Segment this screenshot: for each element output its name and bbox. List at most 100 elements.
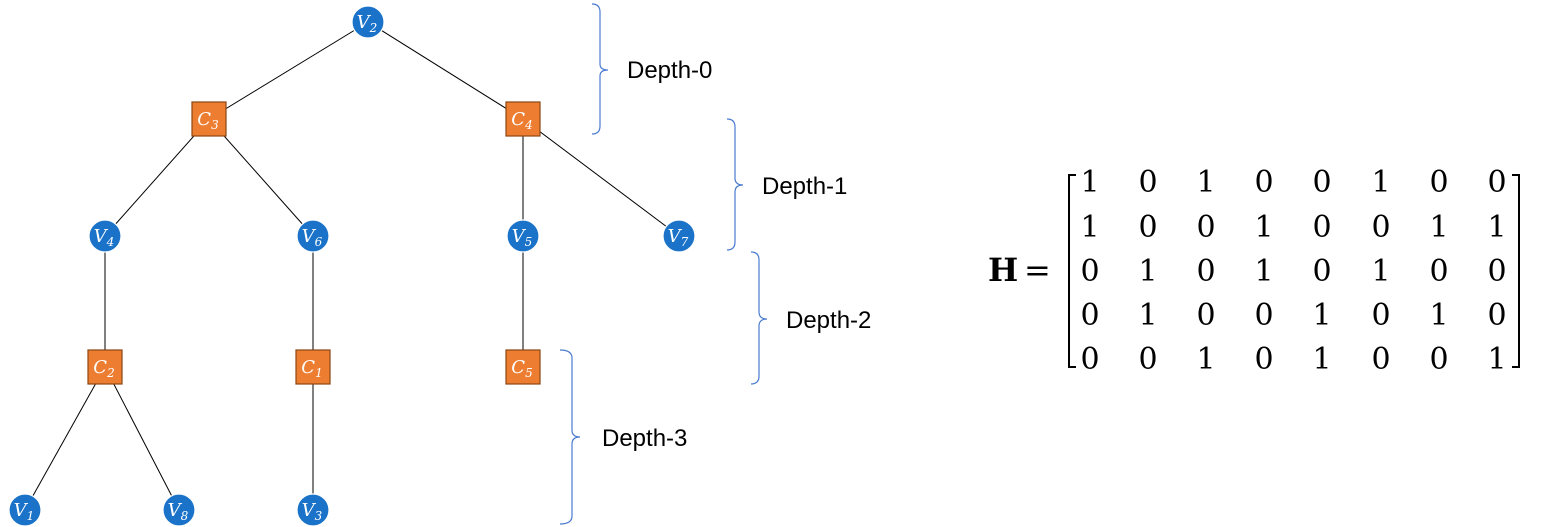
variable-node-circle	[506, 219, 540, 253]
matrix-cell-r4-c5: 1	[1312, 298, 1331, 333]
matrix-cell-r3-c1: 0	[1080, 254, 1099, 289]
node-label-v5: V5	[512, 226, 533, 249]
matrix-cell-r3-c5: 0	[1312, 254, 1331, 289]
matrix-cell-r2-c8: 1	[1487, 210, 1506, 245]
matrix-cell-r2-c3: 0	[1196, 210, 1215, 245]
variable-node-circle	[662, 219, 696, 253]
check-node-c4: C4	[505, 101, 541, 137]
variable-node-circle	[296, 219, 330, 253]
edge-c2-v1	[24, 366, 106, 511]
check-node-c2: C2	[87, 349, 123, 385]
matrix-cell-r3-c6: 1	[1371, 254, 1390, 289]
edge-v2-c4	[367, 21, 524, 120]
matrix-cell-r4-c7: 1	[1429, 298, 1448, 333]
matrix-cell-r2-c4: 1	[1254, 210, 1273, 245]
node-label-v2: V2	[357, 12, 378, 35]
depth-0-brace	[591, 3, 609, 135]
matrix-cell-r5-c1: 0	[1080, 342, 1099, 377]
right-bracket	[1512, 174, 1520, 368]
check-node-c5: C5	[505, 349, 541, 385]
edge-v2-c3	[208, 21, 369, 120]
depth-1-label: Depth-1	[762, 173, 847, 200]
node-label-v4: V4	[94, 226, 115, 249]
matrix-cell-r5-c3: 1	[1196, 342, 1215, 377]
matrix-cell-r2-c1: 1	[1080, 210, 1099, 245]
edge-c2-v8	[104, 366, 180, 511]
matrix-cell-r5-c8: 1	[1487, 342, 1506, 377]
variable-node-v2: V2	[351, 5, 385, 39]
edges-layer	[24, 21, 680, 511]
matrix-cell-r3-c8: 0	[1487, 254, 1506, 289]
variable-node-circle	[88, 219, 122, 253]
depth-2-label: Depth-2	[786, 307, 871, 334]
edge-c3-v4	[104, 118, 210, 237]
node-label-c5: C5	[511, 357, 532, 380]
matrix-cell-r2-c7: 1	[1429, 210, 1448, 245]
matrix-equals: =	[1024, 251, 1051, 289]
matrix-cell-r4-c3: 0	[1196, 298, 1215, 333]
matrix-cell-r5-c4: 0	[1254, 342, 1273, 377]
node-label-c1: C1	[301, 357, 322, 380]
variable-node-v8: V8	[162, 493, 196, 527]
matrix-cell-r5-c6: 0	[1371, 342, 1390, 377]
matrix-cell-r5-c5: 1	[1312, 342, 1331, 377]
matrix-cell-r1-c4: 0	[1254, 165, 1273, 200]
matrix-cell-r4-c6: 0	[1371, 298, 1390, 333]
check-node-square	[505, 349, 541, 385]
node-label-v1: V1	[14, 500, 35, 523]
matrix-cell-r1-c7: 0	[1429, 165, 1448, 200]
edge-c3-v6	[208, 118, 314, 237]
left-bracket	[1068, 174, 1076, 368]
matrix-cell-r3-c7: 0	[1429, 254, 1448, 289]
matrix-cell-r5-c2: 0	[1138, 342, 1157, 377]
variable-node-v4: V4	[88, 219, 122, 253]
matrix-cell-r1-c3: 1	[1196, 165, 1215, 200]
matrix-cell-r4-c2: 1	[1138, 298, 1157, 333]
node-label-c2: C2	[93, 357, 114, 380]
depth-0-label: Depth-0	[627, 57, 712, 84]
node-label-v3: V3	[302, 500, 323, 523]
edge-c4-v7	[522, 118, 680, 237]
check-node-square	[87, 349, 123, 385]
node-label-c4: C4	[511, 109, 532, 132]
matrix-cell-r3-c3: 0	[1196, 254, 1215, 289]
check-node-square	[295, 349, 331, 385]
matrix-cell-r1-c2: 0	[1138, 165, 1157, 200]
depth-2-brace	[750, 251, 768, 385]
depth-3-label: Depth-3	[602, 425, 687, 452]
variable-node-circle	[8, 493, 42, 527]
variable-node-v3: V3	[296, 493, 330, 527]
variable-node-v6: V6	[296, 219, 330, 253]
matrix-cell-r4-c8: 0	[1487, 298, 1506, 333]
variable-node-circle	[296, 493, 330, 527]
matrix-cell-r2-c2: 0	[1138, 210, 1157, 245]
matrix-cell-r1-c1: 1	[1080, 165, 1099, 200]
matrix-cell-r2-c6: 0	[1371, 210, 1390, 245]
matrix-cell-r1-c6: 1	[1371, 165, 1390, 200]
variable-node-circle	[162, 493, 196, 527]
variable-node-v1: V1	[8, 493, 42, 527]
node-label-v8: V8	[168, 500, 189, 523]
node-label-v7: V7	[668, 226, 689, 249]
matrix-label: H	[988, 251, 1018, 289]
matrix-cell-r3-c4: 1	[1254, 254, 1273, 289]
depth-brackets: Depth-0 Depth-1 Depth-2 Depth-3	[559, 3, 871, 525]
depth-3-brace	[559, 349, 581, 525]
check-node-c3: C3	[191, 101, 227, 137]
matrix-cell-r1-c5: 0	[1312, 165, 1331, 200]
variable-node-v5: V5	[506, 219, 540, 253]
node-label-c3: C3	[197, 109, 219, 132]
matrix-cell-r4-c1: 0	[1080, 298, 1099, 333]
matrix-cell-r3-c2: 1	[1138, 254, 1157, 289]
node-label-v6: V6	[302, 226, 323, 249]
matrix-cell-r2-c5: 0	[1312, 210, 1331, 245]
check-node-c1: C1	[295, 349, 331, 385]
check-node-square	[505, 101, 541, 137]
check-node-square	[191, 101, 227, 137]
depth-1-brace	[726, 118, 744, 251]
variable-node-v7: V7	[662, 219, 696, 253]
